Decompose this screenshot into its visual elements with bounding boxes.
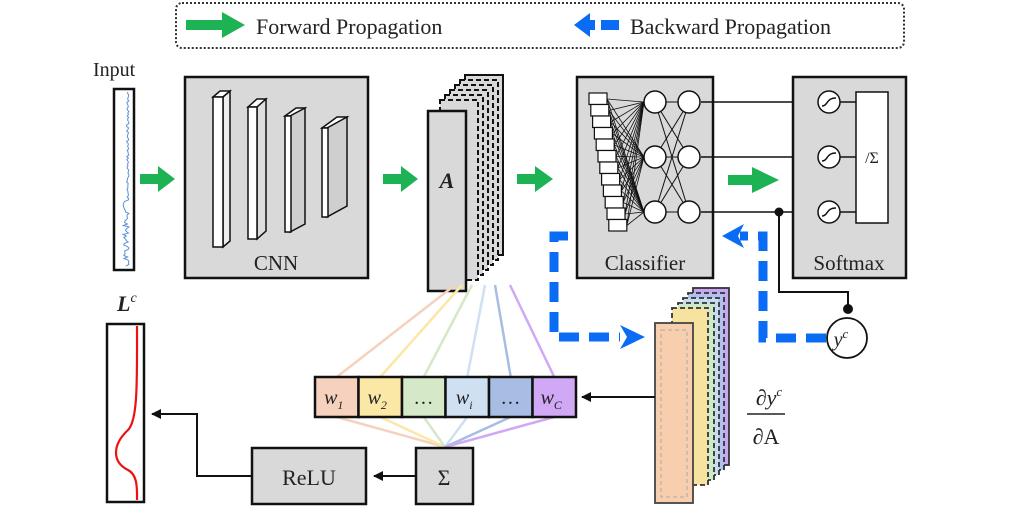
weighting-line bbox=[335, 284, 456, 378]
backward-arrow-icon bbox=[722, 224, 744, 248]
input-neuron bbox=[599, 161, 619, 175]
input-neuron bbox=[590, 103, 610, 117]
forward-arrow-icon bbox=[383, 166, 418, 192]
neuron bbox=[643, 90, 667, 114]
backward-arrow-icon bbox=[574, 13, 619, 37]
relu-to-output-arrow bbox=[151, 409, 252, 477]
backward-propagation-label: Backward Propagation bbox=[630, 14, 831, 39]
forward-arrow-icon bbox=[186, 12, 245, 38]
input-label: Input bbox=[93, 59, 136, 81]
weight-label: w2 bbox=[368, 387, 387, 412]
feature-map-front bbox=[426, 109, 468, 293]
localization-curve bbox=[114, 325, 139, 501]
output-map: Lc bbox=[105, 291, 146, 504]
feature-maps-stack: A bbox=[426, 74, 504, 293]
forward-arrow-icon bbox=[140, 166, 175, 192]
conv-layer-icon bbox=[210, 89, 233, 249]
weight-label: wi bbox=[456, 387, 473, 412]
legend: Forward Propagation Backward Propagation bbox=[175, 2, 905, 49]
weight-cell bbox=[531, 375, 578, 419]
input-neuron bbox=[606, 207, 626, 221]
weight-label: … bbox=[502, 387, 520, 409]
neuron bbox=[677, 90, 701, 114]
target-wire bbox=[774, 207, 853, 314]
svg-text:∂A: ∂A bbox=[753, 424, 780, 449]
input-neuron bbox=[591, 115, 612, 129]
classifier-label: Classifier bbox=[605, 251, 685, 275]
input-signal bbox=[112, 87, 136, 272]
input-neuron bbox=[602, 184, 623, 198]
forward-propagation-label: Forward Propagation bbox=[256, 14, 442, 39]
weight-label: w1 bbox=[324, 387, 343, 412]
softmax-label: Softmax bbox=[813, 251, 885, 275]
weight-cell bbox=[487, 375, 534, 419]
feature-map-label: A bbox=[438, 168, 455, 193]
sum-block: Σ bbox=[414, 446, 475, 506]
gradient-label: ∂yc ∂A bbox=[747, 384, 785, 449]
weighting-line bbox=[422, 284, 474, 378]
classifier-block: Classifier bbox=[575, 75, 715, 280]
input-neuron bbox=[608, 218, 628, 232]
neuron bbox=[643, 145, 667, 169]
sigmoid-icon bbox=[817, 145, 841, 169]
input-neuron bbox=[593, 126, 614, 140]
weighting-line bbox=[336, 415, 446, 449]
relu-label: ReLU bbox=[282, 465, 336, 490]
weighting-line bbox=[379, 415, 446, 449]
normalizer-label: /Σ bbox=[865, 150, 879, 167]
target-node: yc bbox=[826, 317, 868, 359]
backward-arrow-icon bbox=[620, 325, 645, 349]
weighting-line bbox=[379, 284, 463, 378]
conv-layer-icon bbox=[282, 106, 308, 234]
backward-path-to-gradients bbox=[549, 231, 645, 349]
svg-text:∂yc: ∂yc bbox=[756, 384, 783, 410]
input-neuron bbox=[595, 138, 615, 152]
conv-layer-icon bbox=[319, 115, 350, 219]
forward-arrow-icon bbox=[728, 167, 779, 193]
target-label: yc bbox=[832, 326, 849, 351]
forward-arrow-icon bbox=[517, 166, 553, 192]
neuron bbox=[643, 200, 667, 224]
neuron bbox=[677, 145, 701, 169]
input-neuron bbox=[604, 195, 624, 209]
weighting-line bbox=[508, 284, 556, 378]
cnn-label: CNN bbox=[254, 251, 298, 275]
weight-label: wC bbox=[541, 387, 563, 412]
cnn-block: CNN bbox=[183, 75, 370, 280]
weight-label: … bbox=[415, 387, 433, 409]
weighting-lines bbox=[335, 284, 556, 449]
gradient-stack bbox=[654, 287, 730, 504]
input-neuron bbox=[588, 92, 608, 106]
weighting-line bbox=[444, 415, 512, 449]
weighting-line bbox=[444, 415, 555, 449]
input-waveform bbox=[121, 91, 131, 267]
output-label: Lc bbox=[116, 291, 137, 316]
backward-path-to-classifier bbox=[722, 224, 826, 343]
legend-frame bbox=[175, 2, 905, 49]
weights-vector: w1 w2 … wi … wC bbox=[313, 375, 578, 419]
sum-label: Σ bbox=[438, 465, 451, 490]
softmax-block: /Σ Softmax bbox=[791, 75, 908, 280]
classifier-network bbox=[588, 90, 701, 232]
sigmoid-icon bbox=[817, 200, 841, 224]
conv-layer-icon bbox=[246, 97, 268, 241]
neuron bbox=[677, 200, 701, 224]
normalizer-box bbox=[855, 91, 889, 224]
relu-block: ReLU bbox=[250, 446, 368, 506]
input-neuron bbox=[600, 172, 621, 186]
input-neuron bbox=[597, 149, 617, 163]
weighting-line bbox=[466, 284, 487, 378]
weighting-line bbox=[443, 416, 469, 448]
weighting-line bbox=[422, 416, 447, 448]
sigmoid-icon bbox=[817, 90, 841, 114]
weighting-line bbox=[493, 284, 512, 378]
